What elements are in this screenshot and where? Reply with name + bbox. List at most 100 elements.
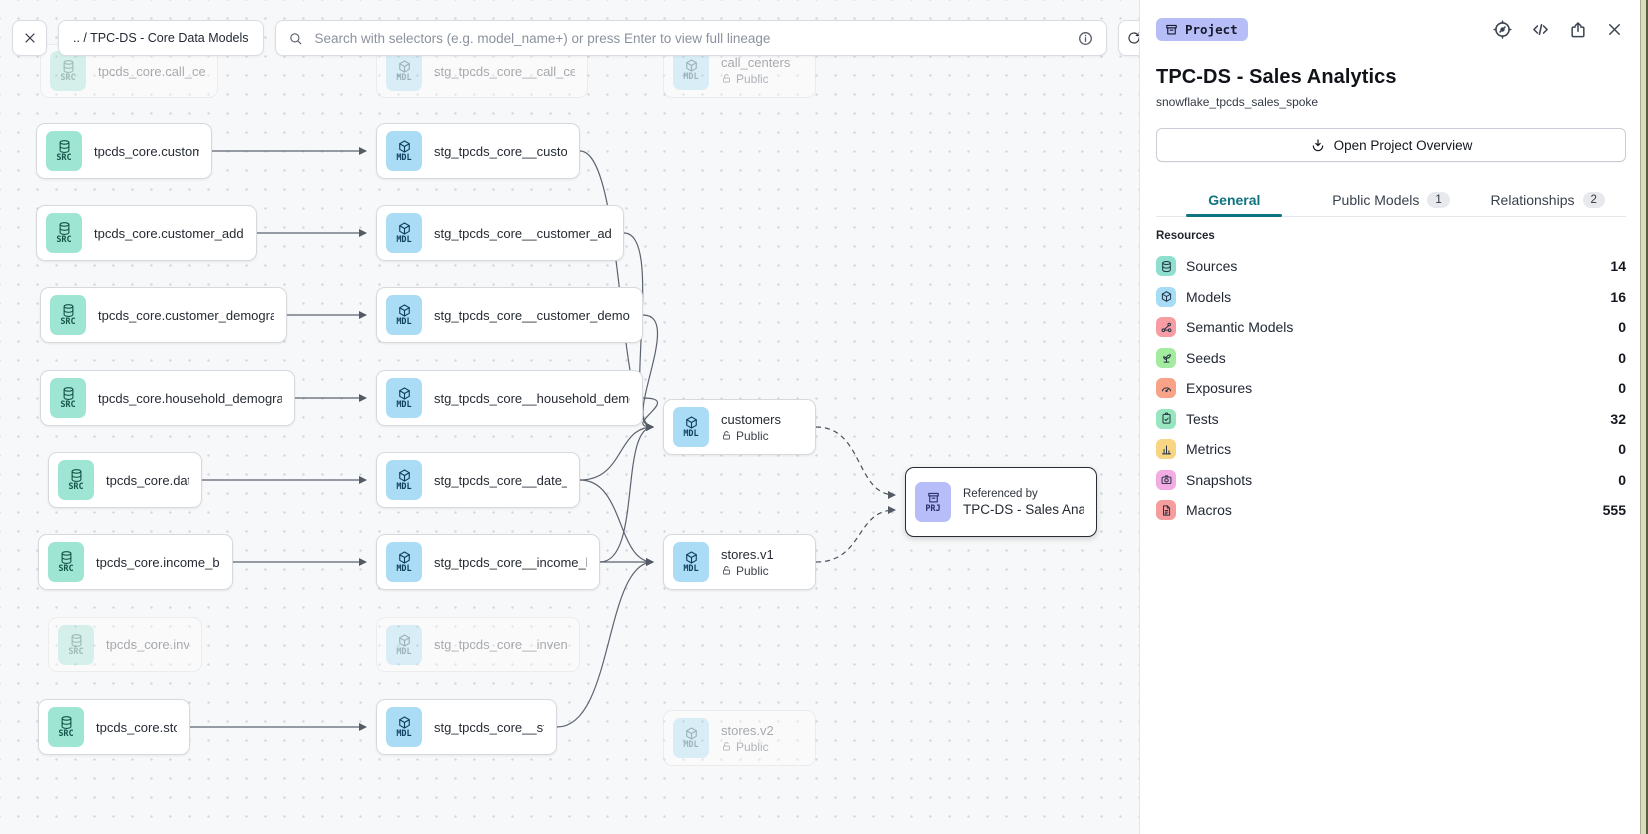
- semantic-icon: [1160, 321, 1173, 334]
- overview-icon: [1310, 137, 1326, 153]
- tab-count-badge: 2: [1582, 191, 1605, 208]
- node-label: stg_tpcds_core__inventory: [434, 637, 567, 652]
- cube-icon: [1160, 290, 1173, 303]
- share-button[interactable]: [1566, 18, 1590, 42]
- node-label: stg_tpcds_core__customer_demogra…: [434, 307, 630, 323]
- resource-label: Semantic Models: [1186, 319, 1294, 336]
- cube-icon: [684, 415, 699, 430]
- close-panel-button[interactable]: [1603, 18, 1626, 41]
- info-icon[interactable]: [1077, 30, 1094, 47]
- node-label: tpcds_core.inventory: [106, 637, 189, 652]
- macro-icon-chip: [1156, 500, 1176, 521]
- close-lineage-button[interactable]: [12, 20, 47, 56]
- node-label: tpcds_core.income_band: [96, 554, 220, 570]
- resource-count: 0: [1618, 471, 1626, 488]
- database-icon: [61, 386, 76, 401]
- src-badge: SRC: [58, 624, 94, 665]
- tab-count-badge: 1: [1427, 191, 1450, 208]
- lock-open-icon: [721, 430, 732, 441]
- test-icon-chip: [1156, 408, 1176, 429]
- node-label: tpcds_core.household_demographics: [98, 390, 282, 406]
- src-badge: SRC: [46, 213, 82, 253]
- public-label: Public: [736, 739, 769, 754]
- public-label: Public: [736, 428, 769, 443]
- database-icon: [61, 59, 76, 74]
- open-project-overview-button[interactable]: Open Project Overview: [1156, 128, 1626, 162]
- cube-icon: [397, 715, 412, 730]
- database-icon: [59, 550, 74, 565]
- src-badge: SRC: [58, 460, 94, 500]
- cube-icon: [397, 59, 412, 74]
- resource-count: 14: [1610, 258, 1626, 275]
- resources-heading: Resources: [1156, 230, 1215, 242]
- exposure-icon: [1160, 382, 1173, 395]
- resource-count: 32: [1610, 410, 1626, 427]
- src-badge: SRC: [48, 542, 84, 582]
- search-bar[interactable]: [274, 20, 1107, 56]
- mdl-badge: MDL: [673, 542, 709, 582]
- src-income-band-node[interactable]: SRC tpcds_core.income_band: [38, 534, 233, 590]
- close-icon: [1605, 20, 1624, 39]
- detail-panel: Project TPC-DS - Sales Analytics snowfla…: [1139, 0, 1640, 834]
- cube-icon: [684, 726, 699, 741]
- lineage-canvas[interactable]: SRCtpcds_core.call_centerMDLstg_tpcds_co…: [0, 0, 1139, 834]
- cube-icon: [397, 633, 412, 648]
- resource-count: 555: [1602, 502, 1626, 519]
- lineage-toolbar: .. / TPC-DS - Core Data Models: [12, 20, 1139, 56]
- database-icon: [61, 303, 76, 318]
- resource-row-snapshots: Snapshots 0: [1156, 465, 1626, 496]
- cube-icon: [397, 468, 412, 483]
- snapshot-icon: [1160, 473, 1173, 486]
- node-sublabel: Referenced by: [963, 487, 1038, 500]
- explore-button[interactable]: [1490, 17, 1515, 42]
- cube-icon: [397, 550, 412, 565]
- refresh-button[interactable]: [1117, 20, 1139, 56]
- seed-icon: [1160, 351, 1173, 364]
- resource-label: Models: [1186, 288, 1232, 305]
- stg-customer-demographics-node[interactable]: MDLstg_tpcds_core__customer_demogra…: [376, 287, 643, 343]
- breadcrumb[interactable]: .. / TPC-DS - Core Data Models: [58, 20, 264, 56]
- node-label: TPC-DS - Sales Analytics: [963, 501, 1084, 517]
- node-label: stg_tpcds_core__customer_address: [434, 225, 611, 241]
- tab-general[interactable]: General: [1156, 183, 1313, 216]
- stg-household-demographics-node[interactable]: MDLstg_tpcds_core__household_demogr…: [376, 370, 643, 426]
- database-icon: [57, 139, 72, 154]
- resource-label: Snapshots: [1186, 471, 1253, 488]
- cube-icon: [397, 221, 412, 236]
- semantic-icon-chip: [1156, 317, 1176, 338]
- src-badge: SRC: [46, 131, 82, 171]
- lock-open-icon: [721, 741, 732, 752]
- mdl-badge: MDL: [386, 378, 422, 418]
- search-input[interactable]: [312, 29, 1067, 47]
- node-label: tpcds_core.call_center: [98, 63, 205, 79]
- mdl-badge: MDL: [386, 460, 422, 500]
- src-badge: SRC: [50, 51, 86, 91]
- resource-label: Tests: [1186, 410, 1219, 427]
- mdl-badge: MDL: [673, 718, 709, 758]
- node-label: call_centers: [721, 54, 791, 70]
- code-button[interactable]: [1528, 17, 1553, 42]
- src-inventory-node[interactable]: SRC tpcds_core.inventory: [48, 617, 202, 672]
